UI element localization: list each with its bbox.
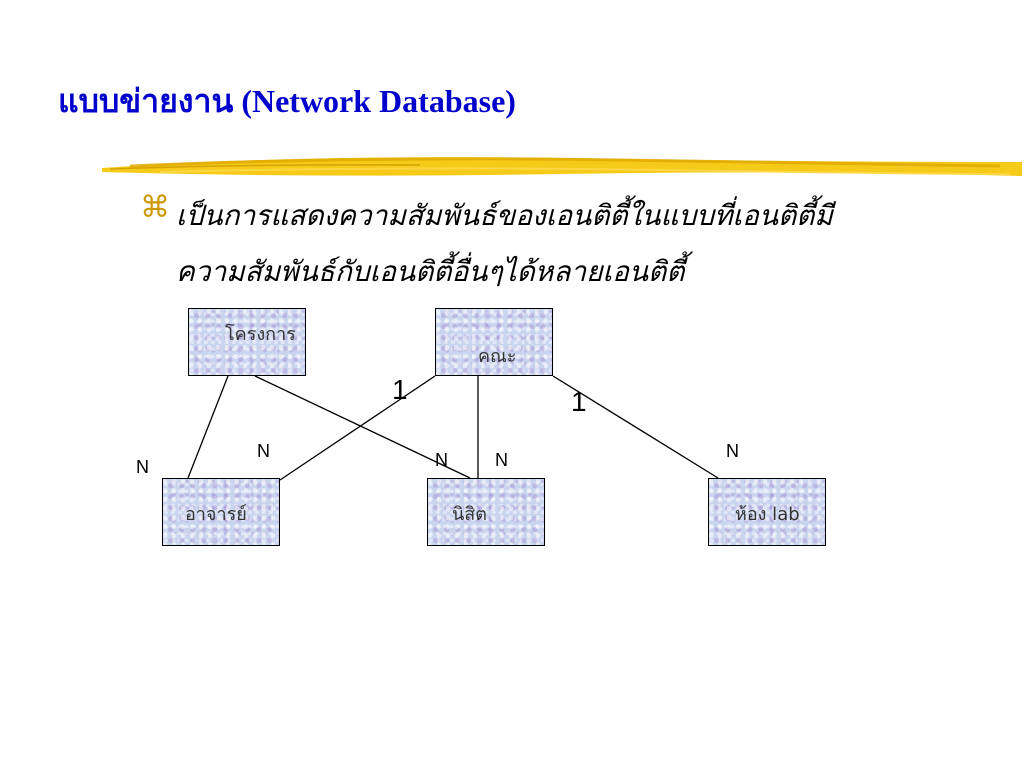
title-underline-brush <box>102 157 1022 176</box>
cardinality-lab-n: N <box>726 441 739 461</box>
entity-project: โครงการ <box>188 308 306 376</box>
entity-project-label: โครงการ <box>225 324 296 345</box>
slide-title: แบบข่ายงาน (Network Database) <box>58 83 516 119</box>
entity-student-label: นิสิต <box>452 504 487 525</box>
entity-lab: ห้อง lab <box>708 478 826 546</box>
entity-lab-label: ห้อง lab <box>735 504 800 525</box>
cardinality-student-faculty-n: N <box>495 450 508 470</box>
entity-teacher-label: อาจารย์ <box>185 504 247 525</box>
cardinality-student-project-n: N <box>435 450 448 470</box>
entity-teacher: อาจารย์ <box>162 478 280 546</box>
edge-faculty-teacher <box>279 375 436 481</box>
entity-faculty: คณะ <box>435 308 553 376</box>
bullet-icon: ⌘ <box>140 190 170 225</box>
edge-project-student <box>254 375 471 479</box>
edge-faculty-lab <box>552 375 719 479</box>
entity-faculty-label: คณะ <box>478 346 517 367</box>
body-text-line-2: ความสัมพันธ์กับเอนติตี้อื่นๆได้หลายเอนติ… <box>176 255 685 288</box>
entity-student: นิสิต <box>427 478 545 546</box>
cardinality-teacher-faculty-n: N <box>257 441 270 461</box>
edge-project-teacher <box>187 375 229 479</box>
cardinality-teacher-project-n: N <box>136 457 149 477</box>
cardinality-faculty-teacher-one: 1 <box>392 374 408 405</box>
body-text-line-1: เป็นการแสดงความสัมพันธ์ของเอนติตี้ในแบบท… <box>176 199 833 232</box>
cardinality-faculty-lab-one: 1 <box>571 386 587 417</box>
